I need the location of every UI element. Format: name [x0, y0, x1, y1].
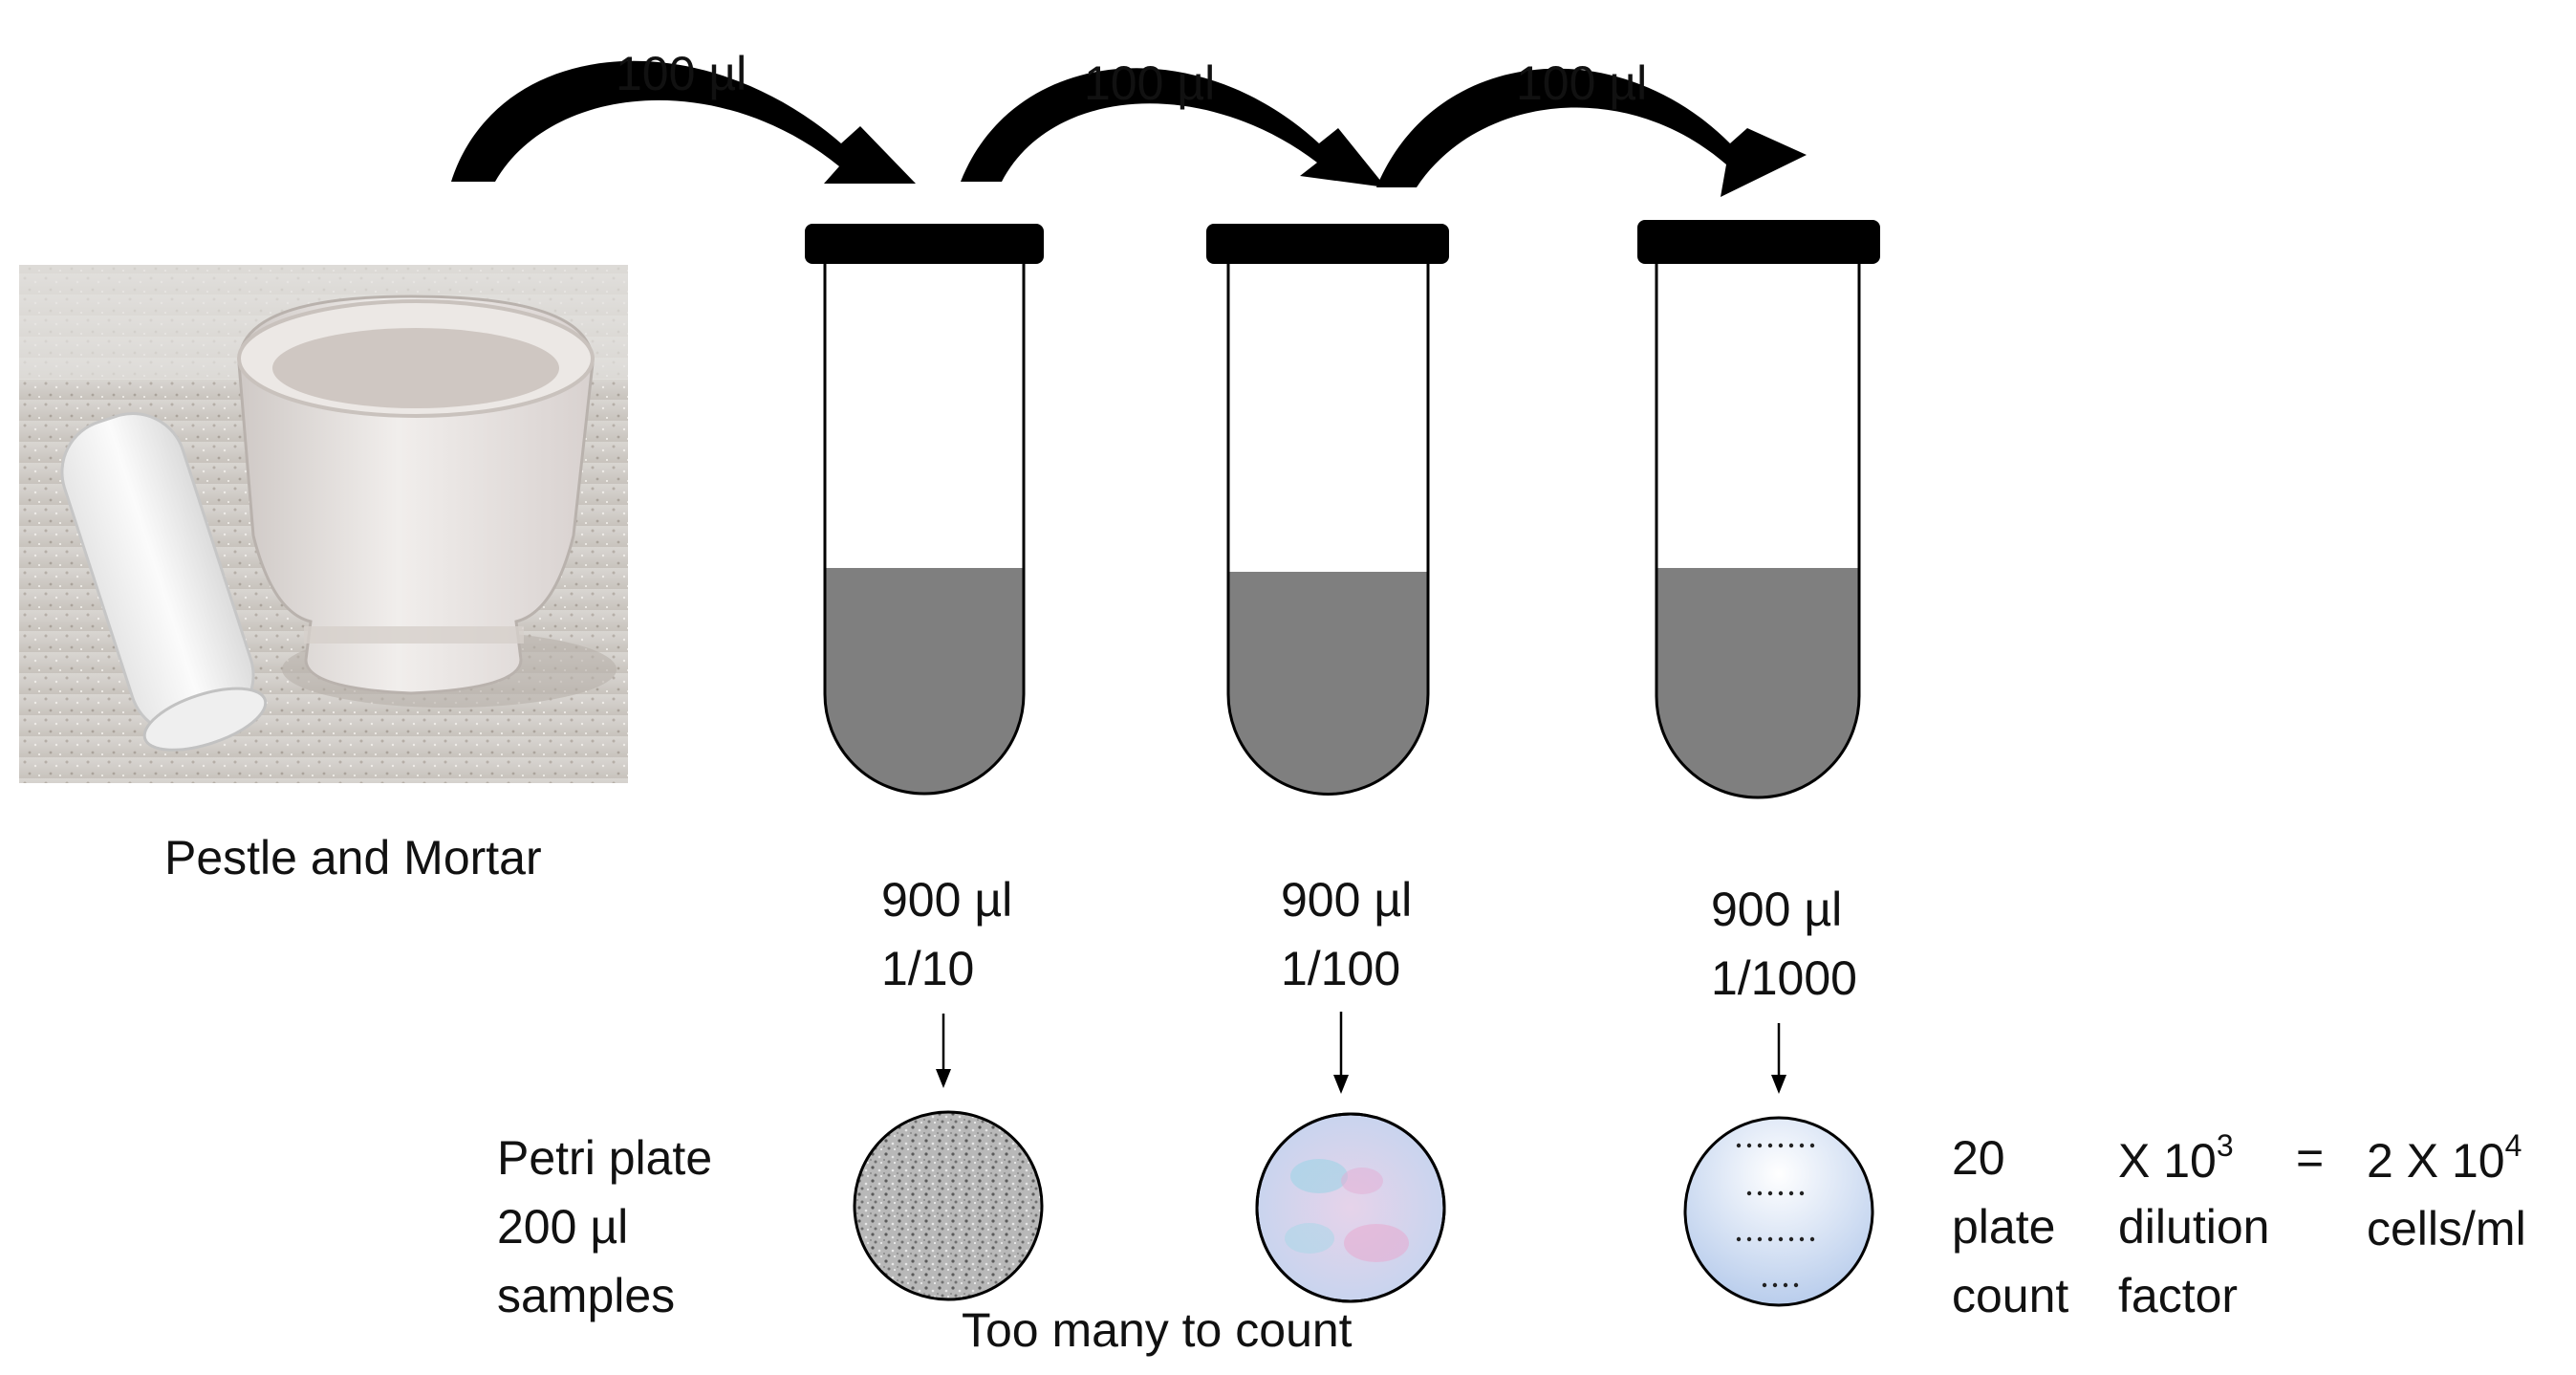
tube-3-liquid [1656, 568, 1859, 797]
tube-2-volume: 900 µl [1281, 873, 1413, 927]
plate-count-value: 20 [1952, 1131, 2005, 1185]
dilution-factor-value: X 103 [2118, 1128, 2234, 1189]
dilution-factor-exponent: 3 [2216, 1128, 2234, 1163]
plates-label-line1: Petri plate [497, 1131, 713, 1185]
colony-row-3 [1736, 1236, 1815, 1242]
tube-2-dilution: 1/100 [1281, 942, 1401, 995]
result-base: 2 X 10 [2367, 1134, 2505, 1188]
tube-3-volume: 900 µl [1711, 883, 1843, 936]
petri-plate-3 [1683, 1116, 1874, 1307]
transfer-label-2: 100 µl [1084, 56, 1216, 110]
tube-3-dilution: 1/1000 [1711, 951, 1857, 1005]
petri-plate-1 [853, 1110, 1044, 1301]
tube-1-liquid [825, 568, 1024, 794]
tube-2-liquid [1228, 572, 1428, 795]
transfer-label-3: 100 µl [1516, 56, 1648, 110]
transfer-arrow-3 [1376, 68, 1807, 197]
result-exponent: 4 [2504, 1128, 2522, 1163]
plates-label-line3: samples [497, 1269, 676, 1322]
petri-plate-2 [1255, 1112, 1446, 1303]
colony-row-2 [1746, 1190, 1805, 1196]
tube-1 [805, 224, 1044, 796]
tube-3 [1637, 220, 1880, 799]
too-many-to-count-label: Too many to count [962, 1303, 1353, 1357]
photo-caption: Pestle and Mortar [164, 831, 542, 884]
plate-count-label-line3: count [1952, 1269, 2069, 1322]
pestle-mortar-photo [19, 265, 628, 783]
result-value: 2 X 104 [2367, 1128, 2522, 1189]
transfer-arrow-1 [451, 60, 916, 184]
transfer-label-1: 100 µl [616, 47, 747, 100]
colony-row-4 [1762, 1282, 1799, 1288]
transfer-arrow-2 [961, 68, 1386, 187]
dilution-factor-label-line2: dilution [2118, 1200, 2270, 1254]
transfer-arrows [451, 60, 1807, 197]
equals-sign: = [2296, 1131, 2325, 1185]
tube-2 [1206, 224, 1449, 796]
colony-row-1 [1736, 1143, 1815, 1148]
tube-1-dilution: 1/10 [881, 942, 975, 995]
plates-label-line2: 200 µl [497, 1200, 629, 1254]
dilution-factor-label-line3: factor [2118, 1269, 2239, 1322]
dilution-factor-base: X 10 [2118, 1134, 2217, 1188]
plate-count-label-line2: plate [1952, 1200, 2056, 1254]
result-unit: cells/ml [2367, 1202, 2526, 1255]
down-arrows [936, 1012, 1786, 1094]
tube-1-volume: 900 µl [881, 873, 1013, 927]
